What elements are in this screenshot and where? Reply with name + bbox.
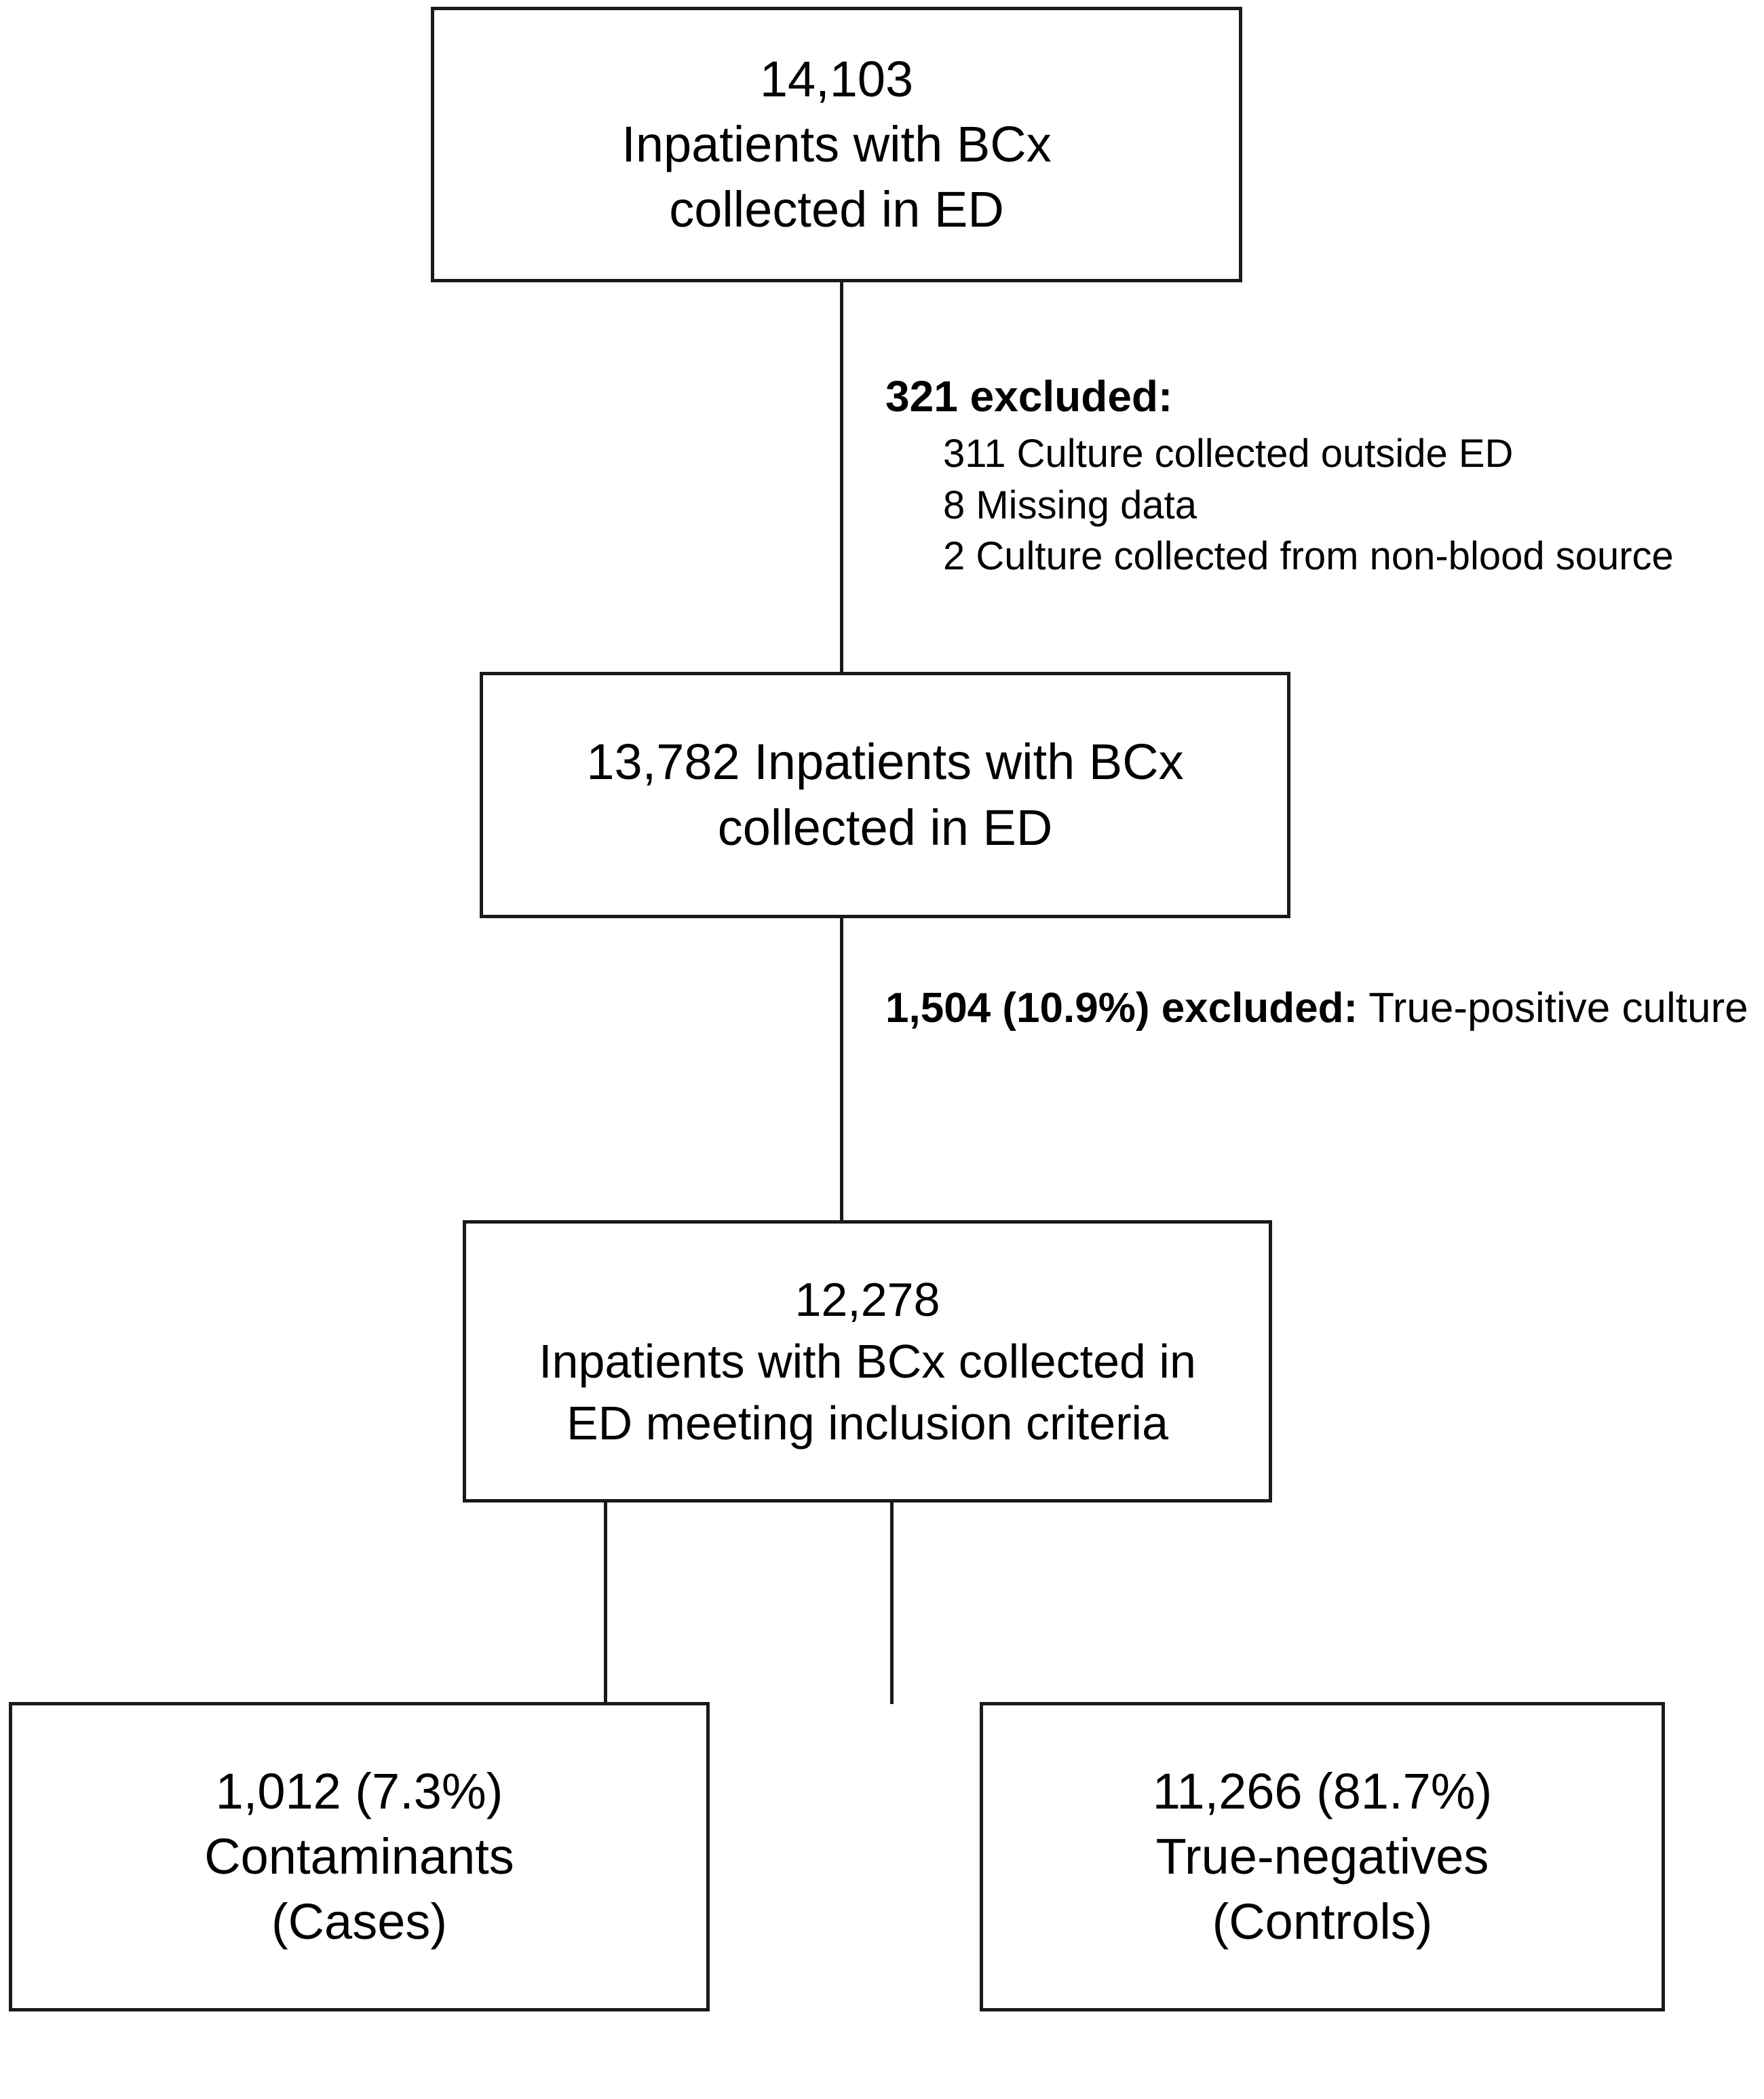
- connector-eligible-to-included: [840, 917, 843, 1222]
- connector-initial-to-eligible: [840, 281, 843, 673]
- node-outcome-controls-line-1: 11,266 (81.7%): [1152, 1762, 1493, 1819]
- node-cohort-initial-line-1: 14,103: [759, 50, 914, 107]
- exclusion-initial-item-3: 2 Culture collected from non-blood sourc…: [943, 534, 1674, 579]
- exclusion-initial-heading: 321 excluded:: [885, 372, 1173, 421]
- connector-branch-right: [890, 1500, 894, 1704]
- exclusion-eligible-detail: True-positive culture: [1358, 985, 1748, 1032]
- node-cohort-eligible: 13,782 Inpatients with BCx collected in …: [480, 672, 1290, 918]
- node-cohort-initial-line-3: collected in ED: [669, 181, 1004, 238]
- node-cohort-included: 12,278 Inpatients with BCx collected in …: [463, 1220, 1272, 1502]
- node-cohort-included-line-2: Inpatients with BCx collected in: [539, 1334, 1196, 1388]
- node-outcome-controls-line-3: (Controls): [1212, 1893, 1433, 1950]
- exclusion-initial-item-1: 311 Culture collected outside ED: [943, 432, 1514, 476]
- node-outcome-controls: 11,266 (81.7%) True-negatives (Controls): [980, 1702, 1665, 2011]
- node-outcome-controls-line-2: True-negatives: [1155, 1828, 1489, 1885]
- node-cohort-eligible-line-2: collected in ED: [717, 799, 1053, 856]
- node-outcome-cases-line-1: 1,012 (7.3%): [215, 1762, 503, 1819]
- exclusion-initial-item-2: 8 Missing data: [943, 483, 1197, 527]
- connector-branch-left: [604, 1500, 607, 1704]
- node-cohort-initial-line-2: Inpatients with BCx: [621, 115, 1052, 172]
- node-cohort-included-line-3: ED meeting inclusion criteria: [566, 1396, 1169, 1450]
- exclusion-eligible: 1,504 (10.9%) excluded: True-positive cu…: [885, 985, 1748, 1032]
- node-outcome-cases: 1,012 (7.3%) Contaminants (Cases): [9, 1702, 710, 2011]
- exclusion-initial: 321 excluded: 311 Culture collected outs…: [885, 372, 1674, 582]
- node-outcome-cases-line-2: Contaminants: [204, 1828, 514, 1885]
- exclusion-eligible-heading: 1,504 (10.9%) excluded:: [885, 985, 1358, 1032]
- node-cohort-initial: 14,103 Inpatients with BCx collected in …: [431, 7, 1242, 282]
- node-cohort-eligible-line-1: 13,782 Inpatients with BCx: [586, 734, 1184, 791]
- node-outcome-cases-line-3: (Cases): [271, 1893, 448, 1950]
- node-cohort-included-line-1: 12,278: [794, 1272, 940, 1326]
